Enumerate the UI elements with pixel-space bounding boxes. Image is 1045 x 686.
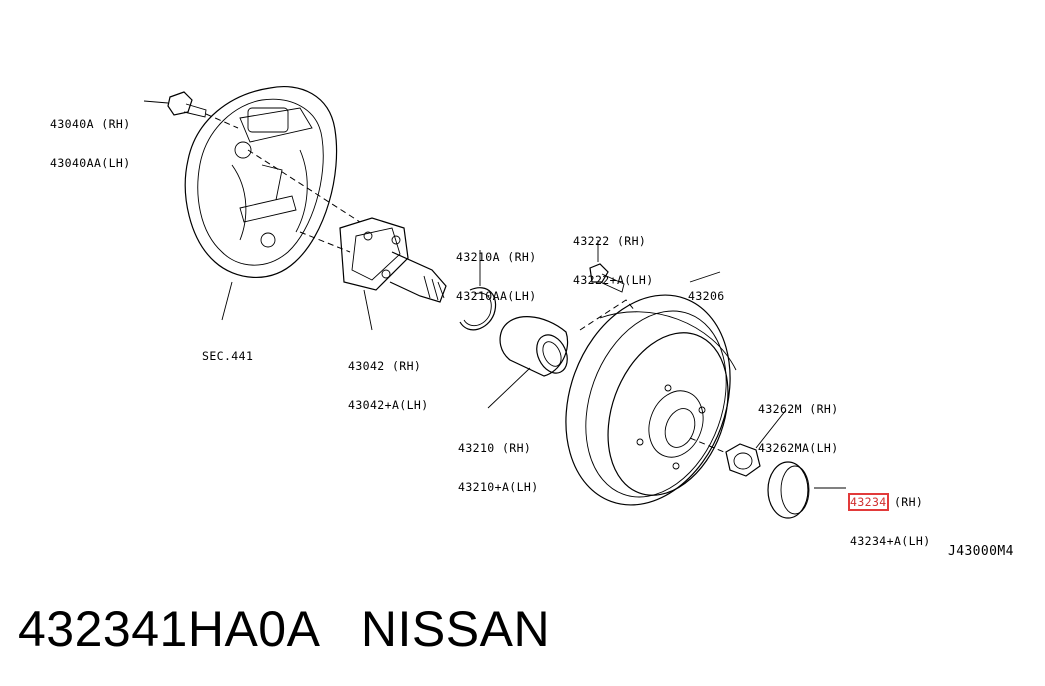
axle-spindle-43042-drawing — [339, 217, 447, 331]
callout-43042: 43042 (RH) 43042+A(LH) — [348, 334, 429, 425]
bolt-43040a-drawing — [143, 91, 239, 129]
callout-43040a-line1: 43040A (RH) — [50, 117, 131, 131]
callout-43042-line1: 43042 (RH) — [348, 359, 422, 373]
callout-43210-line1: 43210 (RH) — [458, 441, 532, 455]
brake-backing-plate-drawing — [184, 86, 338, 321]
wheel-bearing-43210-drawing — [487, 316, 569, 409]
brake-drum-43206-drawing — [565, 271, 737, 506]
grease-cap-43234-drawing — [767, 461, 846, 519]
part-number: 432341HA0A — [18, 601, 318, 657]
callout-43234: 43234 (RH) 43234+A(LH) — [848, 470, 931, 561]
callout-43210: 43210 (RH) 43210+A(LH) — [458, 416, 539, 507]
callout-43262m-line1: 43262M (RH) — [758, 402, 839, 416]
callout-sec-441-line1: SEC.441 — [202, 349, 254, 363]
callout-43222-line1: 43222 (RH) — [573, 234, 647, 248]
callout-43222-line2: 43222+A(LH) — [573, 273, 654, 287]
callout-43234-line2: 43234+A(LH) — [850, 534, 931, 548]
part-number-title: 432341HA0A NISSAN — [18, 600, 550, 658]
hub-bolt-43222-drawing — [589, 240, 625, 293]
callout-43206: 43206 — [688, 264, 725, 316]
callout-43040a: 43040A (RH) 43040AA(LH) — [50, 92, 131, 183]
highlighted-part-code[interactable]: 43234 — [848, 493, 889, 511]
callout-43210a: 43210A (RH) 43210AA(LH) — [456, 225, 537, 316]
callout-sec-441: SEC.441 — [202, 324, 253, 376]
brand-name: NISSAN — [360, 601, 551, 657]
snap-ring-43210a-drawing — [459, 250, 497, 331]
callout-43234-line1: 43234 (RH) — [848, 493, 931, 511]
callout-43210-line2: 43210+A(LH) — [458, 480, 539, 494]
hub-nut-43262m-drawing — [725, 409, 787, 477]
callout-43262m: 43262M (RH) 43262MA(LH) — [758, 377, 839, 468]
callout-43206-line1: 43206 — [688, 289, 725, 303]
callout-43210a-line1: 43210A (RH) — [456, 250, 537, 264]
callout-43042-line2: 43042+A(LH) — [348, 398, 429, 412]
diagram-reference-id: J43000M4 — [948, 544, 1014, 559]
callout-43040a-line2: 43040AA(LH) — [50, 156, 131, 170]
callout-43222: 43222 (RH) 43222+A(LH) — [573, 209, 654, 300]
title-separator — [318, 601, 361, 657]
callout-43234-side: (RH) — [886, 495, 924, 509]
callout-43262m-line2: 43262MA(LH) — [758, 441, 839, 455]
callout-43210a-line2: 43210AA(LH) — [456, 289, 537, 303]
